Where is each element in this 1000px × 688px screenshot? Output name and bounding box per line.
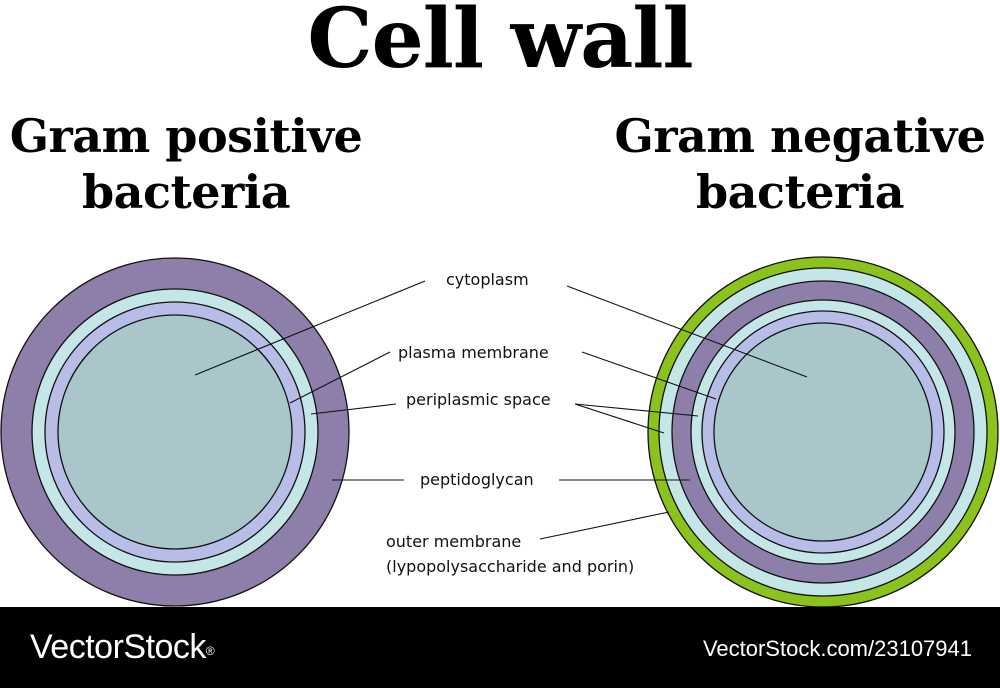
vectorstock-logo: VectorStock® (30, 625, 215, 669)
vectorstock-logo-text: VectorStock (30, 628, 206, 666)
label-plasma-membrane: plasma membrane (398, 343, 549, 362)
gram-negative-heading: Gram negative bacteria (600, 108, 1000, 220)
leader-cytoplasm-left (194, 280, 426, 376)
page-title: Cell wall (307, 0, 693, 87)
label-outer-membrane-detail: (lypopolysaccharide and porin) (386, 557, 635, 576)
leader-periplasmic-left (310, 403, 397, 415)
label-periplasmic-space: periplasmic space (406, 390, 551, 409)
stock-id: VectorStock.com/23107941 (702, 636, 972, 661)
leader-cytoplasm-right (566, 285, 808, 378)
gram-negative-heading-line1: Gram negative (614, 109, 986, 163)
gram-positive-heading: Gram positive bacteria (0, 108, 372, 220)
leader-plasma-left (289, 351, 391, 404)
watermark-footer: VectorStock® VectorStock.com/23107941 (0, 607, 1000, 688)
gp-cytoplasm (57, 314, 293, 550)
gn-cytoplasm (713, 322, 933, 542)
label-peptidoglycan: peptidoglycan (420, 470, 534, 489)
leader-periplasmic-right-inner (574, 403, 699, 417)
leader-outer-membrane (539, 511, 670, 540)
leader-plasma-right (581, 351, 717, 400)
gram-negative-heading-line2: bacteria (695, 165, 905, 219)
gram-negative-cell (647, 256, 999, 607)
gram-positive-heading-line1: Gram positive (9, 109, 363, 163)
leader-lines (194, 280, 808, 540)
gram-positive-heading-line2: bacteria (81, 165, 291, 219)
gram-positive-cell (0, 257, 350, 607)
label-outer-membrane: outer membrane (386, 532, 522, 551)
leader-periplasmic-right-outer (574, 403, 665, 434)
cell-wall-diagram (0, 256, 999, 607)
registered-mark: ® (205, 644, 215, 658)
label-cytoplasm: cytoplasm (446, 270, 529, 289)
